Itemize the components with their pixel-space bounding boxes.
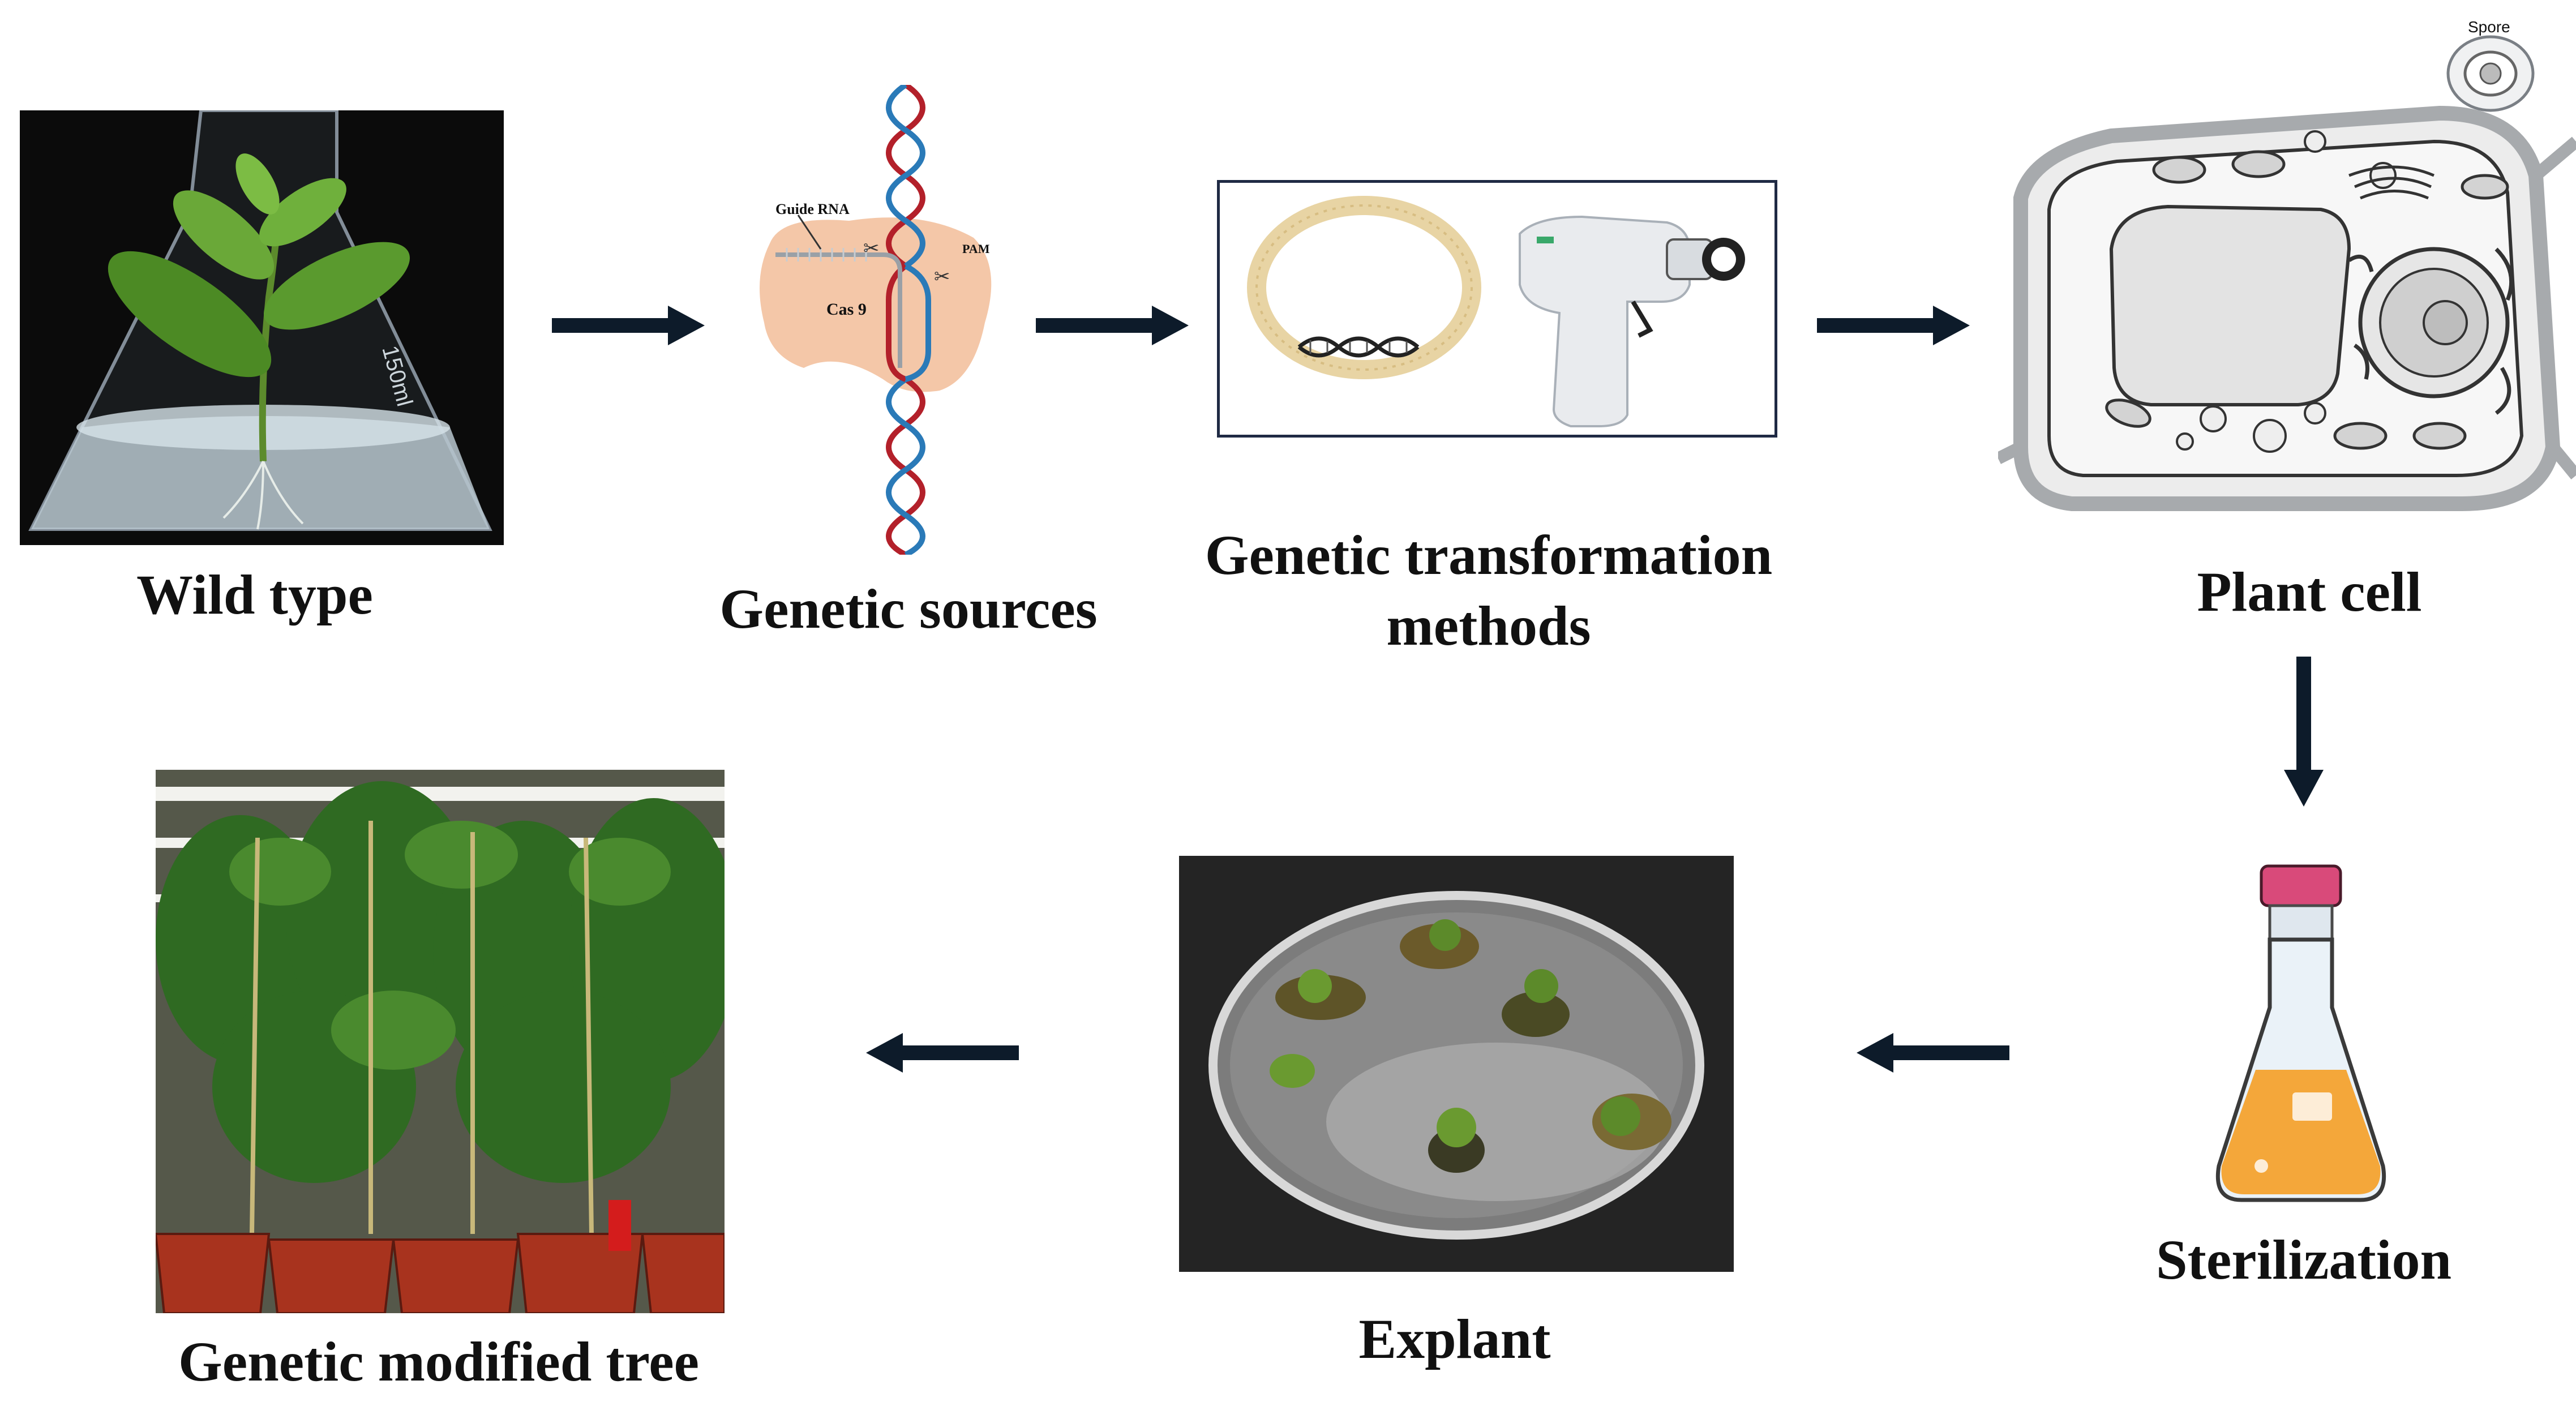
transformation-label-line2: methods — [1386, 594, 1591, 657]
plasmid-ring — [1247, 196, 1481, 379]
arrow-right-3 — [1817, 306, 1970, 345]
wild-type-photo: 150ml — [20, 110, 504, 545]
arrow-left-1 — [1857, 1033, 2009, 1073]
arrow-left-2 — [866, 1033, 1019, 1073]
plant-cell-illustration: Spore — [1998, 6, 2576, 515]
pam-label: PAM — [962, 242, 990, 256]
spore-icon — [2446, 35, 2535, 112]
sterilization-flask — [2208, 860, 2394, 1206]
cas9-protein-shape — [760, 217, 992, 392]
transformation-label-line1: Genetic transformation — [1205, 524, 1773, 586]
gene-gun-device — [1519, 215, 1745, 427]
explant-tissue-pieces — [1270, 919, 1671, 1173]
gm-tree-label: Genetic modified tree — [178, 1330, 700, 1393]
transformation-methods-box — [1217, 180, 1777, 438]
explant-label: Explant — [1358, 1308, 1551, 1370]
wild-type-label: Wild type — [136, 563, 373, 626]
guide-rna-label: Guide RNA — [775, 201, 850, 217]
arrow-right-2 — [1036, 306, 1189, 345]
crispr-illustration: ✂ ✂ Guide RNA Cas 9 PAM — [736, 85, 1008, 555]
cas9-label: Cas 9 — [826, 300, 867, 319]
svg-text:✂: ✂ — [863, 238, 880, 259]
plant-cell-label: Plant cell — [2197, 560, 2422, 623]
gm-tree-photo — [156, 770, 725, 1313]
svg-text:✂: ✂ — [934, 267, 950, 288]
spore-label: Spore — [2468, 18, 2510, 36]
genetic-sources-label: Genetic sources — [719, 577, 1098, 640]
arrow-down — [2284, 657, 2324, 809]
arrow-right-1 — [552, 306, 705, 345]
explant-photo — [1179, 856, 1734, 1272]
sterilization-label: Sterilization — [2155, 1228, 2452, 1291]
